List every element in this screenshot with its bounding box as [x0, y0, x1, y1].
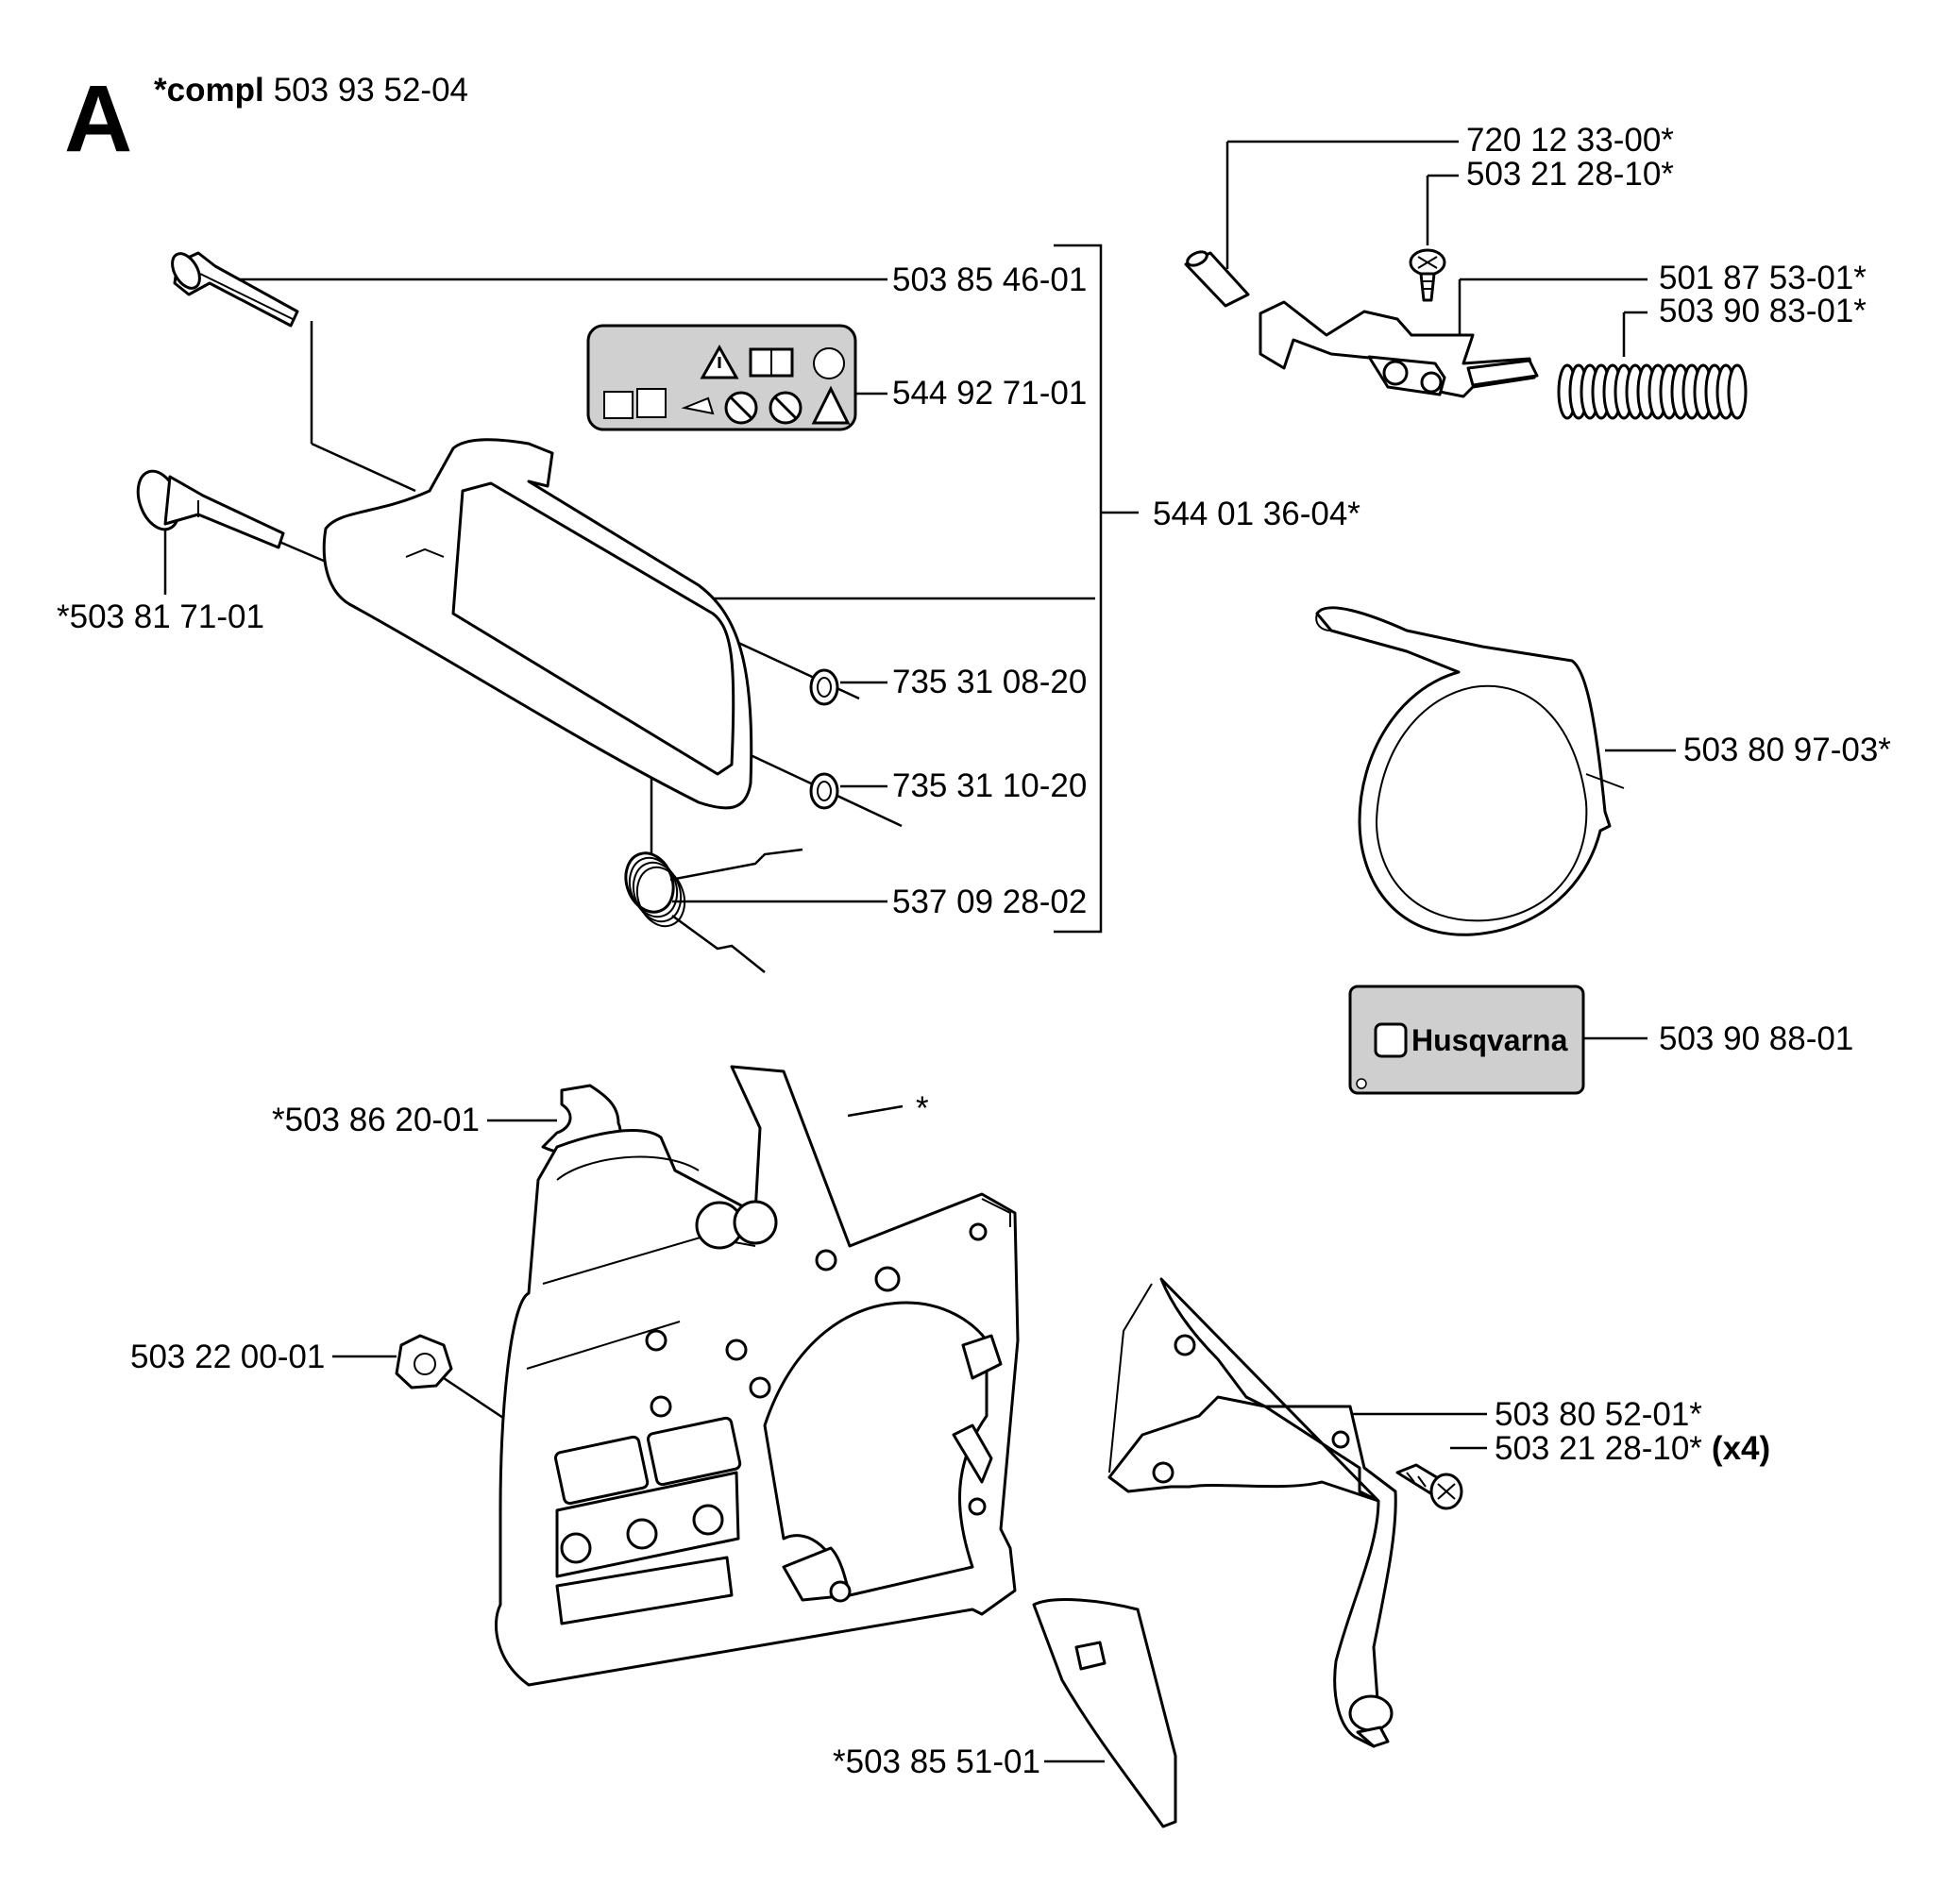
callout-503-86-20-01: *503 86 20-01	[272, 1102, 480, 1138]
callout-503-90-88-01: 503 90 88-01	[1659, 1020, 1853, 1057]
callout-501-87-53-01: 501 87 53-01*	[1659, 260, 1867, 296]
compl-number: 503 93 52-04	[274, 72, 468, 109]
callout-503-22-00-01: 503 22 00-01	[130, 1339, 325, 1375]
pin-720-12-33-00	[1184, 250, 1250, 308]
husqvarna-decal-plate	[1348, 985, 1585, 1095]
callout-503-81-71-01: *503 81 71-01	[57, 598, 264, 635]
torsion-spring-537-09-28-02	[624, 848, 803, 973]
callout-503-90-83-01: 503 90 83-01*	[1659, 293, 1867, 329]
compl-prefix: *compl	[154, 72, 264, 109]
callout-503-80-52-01: 503 80 52-01*	[1495, 1396, 1702, 1433]
chain-brake-handle-guard	[322, 438, 753, 810]
clutch-cover	[494, 1065, 1020, 1687]
callout-544-01-36-04: 544 01 36-04*	[1153, 496, 1360, 532]
washer-735-31-08-20	[809, 668, 839, 706]
guard-plate-503-85-51-01	[1032, 1598, 1177, 1828]
callout-503-21-28-10-number: 503 21 28-10*	[1495, 1430, 1702, 1467]
brake-band-503-80-97-03	[1315, 606, 1625, 936]
cover-plate-503-80-52-01	[1107, 1277, 1397, 1748]
callout-544-92-71-01: 544 92 71-01	[892, 375, 1087, 412]
husqvarna-logo-text: Husqvarna	[1411, 1023, 1568, 1057]
callout-asterisk: *	[916, 1090, 929, 1127]
callout-quantity-note: (x4)	[1712, 1430, 1770, 1467]
callout-735-31-08-20: 735 31 08-20	[892, 664, 1087, 700]
callout-503-21-28-10-x4: 503 21 28-10* (x4)	[1495, 1430, 1770, 1467]
operator-icon	[603, 391, 634, 419]
screw-503-21-28-10-top	[1409, 248, 1446, 302]
section-letter: A	[64, 66, 132, 172]
warning-decal-544-92-71-01	[586, 324, 857, 431]
nut-503-22-00-01	[395, 1334, 453, 1389]
spring-coil	[1727, 363, 1748, 420]
screw-503-21-28-10-x4	[1395, 1463, 1463, 1510]
kickback-warning-icon	[811, 385, 851, 425]
husqvarna-decal-503-90-88-01: Husqvarna	[1348, 985, 1585, 1095]
callout-537-09-28-02: 537 09 28-02	[892, 884, 1087, 920]
rod-503-85-46-01	[171, 251, 299, 328]
washer-735-31-10-20	[809, 772, 839, 810]
callout-503-21-28-10-top: 503 21 28-10*	[1466, 156, 1674, 193]
callout-503-85-46-01: 503 85 46-01	[892, 261, 1087, 298]
compl-title: *compl 503 93 52-04	[154, 72, 468, 109]
callout-503-80-97-03: 503 80 97-03*	[1683, 732, 1891, 768]
callout-735-31-10-20: 735 31 10-20	[892, 767, 1087, 804]
pivot-pin-503-81-71-01	[136, 469, 285, 549]
hand-icon	[681, 396, 715, 415]
spring-503-90-83-01	[1557, 363, 1748, 420]
protection-icon	[636, 388, 667, 418]
group-bracket	[689, 244, 1139, 934]
callout-720-12-33-00: 720 12 33-00*	[1466, 122, 1674, 159]
brand-mark-icon	[813, 347, 845, 379]
husqvarna-crown-logo-icon	[1374, 1022, 1408, 1058]
callout-503-85-51-01: *503 85 51-01	[833, 1743, 1040, 1780]
brake-lever-501-87-53-01	[1259, 300, 1539, 398]
